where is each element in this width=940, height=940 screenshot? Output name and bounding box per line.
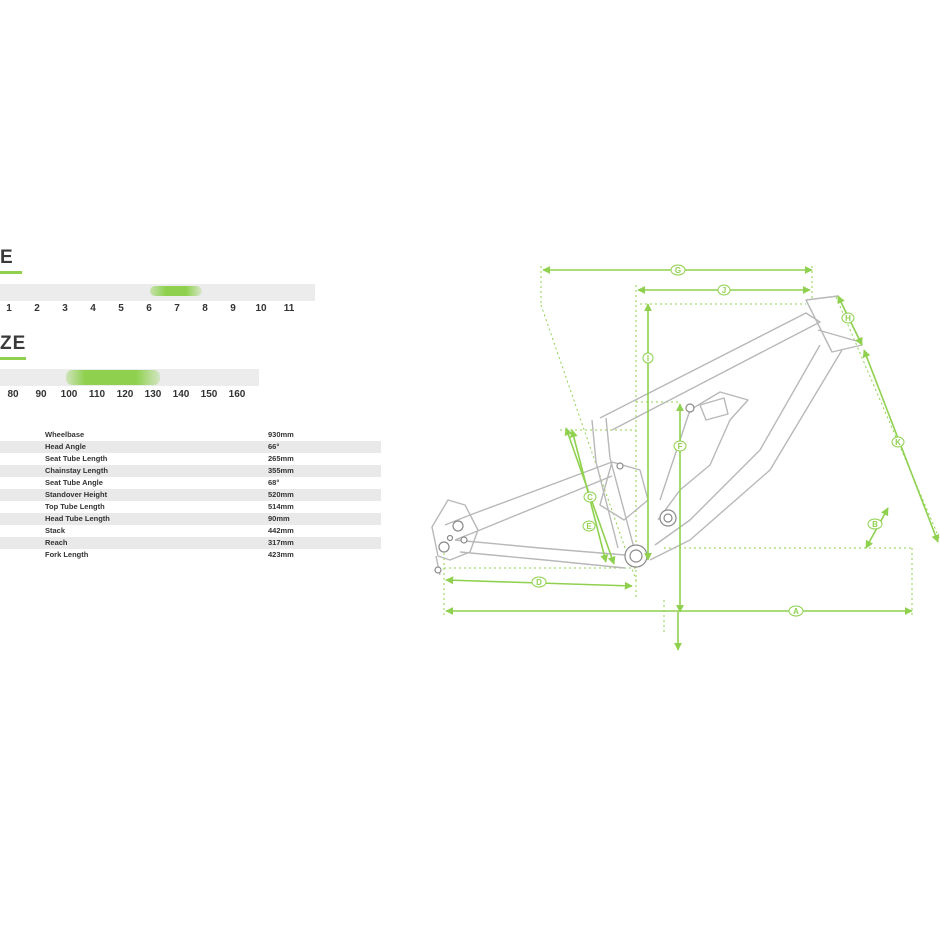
geometry-value: 423mm: [268, 550, 294, 559]
geometry-row: Reach 317mm: [0, 537, 381, 549]
age-scale-highlight: [150, 286, 202, 296]
age-tick-label: 11: [283, 303, 295, 314]
geometry-row: Chainstay Length 355mm: [0, 465, 381, 477]
age-tick-label: 10: [255, 303, 267, 314]
size-scale-ticks: 80 90 100 110 120 130 140 150 160: [0, 389, 260, 403]
size-scale-heading: ZE: [0, 333, 27, 354]
geometry-row: Wheelbase 930mm: [0, 429, 381, 441]
geometry-row: Seat Tube Length 265mm: [0, 453, 381, 465]
geometry-value: 930mm: [268, 430, 294, 439]
geometry-row: Seat Tube Angle 68°: [0, 477, 381, 489]
bike-frame: [431, 295, 863, 576]
age-tick-label: 3: [62, 303, 68, 314]
age-scale-underline: [0, 271, 22, 274]
size-tick-label: 100: [60, 389, 78, 400]
dimension-labels: A B C D E F G H I J K: [531, 264, 905, 617]
geometry-value: 68°: [268, 478, 280, 487]
dim-label-g: G: [675, 266, 681, 275]
geometry-label: Seat Tube Length: [45, 454, 108, 463]
age-tick-label: 5: [118, 303, 124, 314]
geometry-value: 265mm: [268, 454, 294, 463]
dashed-guides: [443, 266, 940, 635]
geometry-value: 514mm: [268, 502, 294, 511]
geometry-row: Top Tube Length 514mm: [0, 501, 381, 513]
geometry-label: Head Tube Length: [45, 514, 110, 523]
age-tick-label: 4: [90, 303, 96, 314]
age-tick-label: 6: [146, 303, 152, 314]
geometry-label: Reach: [45, 538, 68, 547]
dimension-lines: [445, 266, 940, 651]
size-scale-underline: [0, 357, 26, 360]
size-tick-label: 110: [88, 389, 106, 400]
size-scale-highlight: [66, 370, 160, 385]
geometry-value: 317mm: [268, 538, 294, 547]
dim-label-c: C: [587, 493, 593, 502]
geometry-value: 66°: [268, 442, 280, 451]
geometry-row: Standover Height 520mm: [0, 489, 381, 501]
geometry-row: Stack 442mm: [0, 525, 381, 537]
age-tick-label: 7: [174, 303, 180, 314]
geometry-label: Head Angle: [45, 442, 86, 451]
dim-label-d: D: [536, 578, 542, 587]
geometry-value: 442mm: [268, 526, 294, 535]
age-tick-label: 8: [202, 303, 208, 314]
geometry-value: 355mm: [268, 466, 294, 475]
size-tick-label: 130: [144, 389, 162, 400]
size-tick-label: 160: [228, 389, 246, 400]
geometry-label: Stack: [45, 526, 66, 535]
dim-label-j: J: [722, 286, 726, 295]
age-tick-label: 2: [34, 303, 40, 314]
dim-label-a: A: [793, 607, 799, 616]
geometry-label: Seat Tube Angle: [45, 478, 103, 487]
bike-frame-details: [434, 403, 695, 574]
age-scale-heading: E: [0, 247, 14, 268]
geometry-row: Fork Length 423mm: [0, 549, 381, 561]
dim-label-h: H: [845, 314, 851, 323]
geometry-value: 520mm: [268, 490, 294, 499]
dim-label-e: E: [586, 522, 592, 531]
size-tick-label: 140: [172, 389, 190, 400]
size-tick-label: 80: [7, 389, 19, 400]
geometry-label: Wheelbase: [45, 430, 85, 439]
dim-label-f: F: [678, 442, 683, 451]
age-scale-ticks: 1 2 3 4 5 6 7 8 9 10 11: [0, 303, 320, 317]
age-tick-label: 9: [230, 303, 236, 314]
dim-label-b: B: [872, 520, 878, 529]
size-tick-label: 120: [116, 389, 134, 400]
geometry-value: 90mm: [268, 514, 290, 523]
geometry-row: Head Angle 66°: [0, 441, 381, 453]
geometry-label: Fork Length: [45, 550, 89, 559]
size-tick-label: 90: [35, 389, 47, 400]
geometry-label: Chainstay Length: [45, 466, 108, 475]
age-tick-label: 1: [6, 303, 12, 314]
dim-label-i: I: [647, 354, 649, 363]
dim-label-k: K: [895, 438, 901, 447]
geometry-label: Standover Height: [45, 490, 108, 499]
size-tick-label: 150: [200, 389, 218, 400]
geometry-row: Head Tube Length 90mm: [0, 513, 381, 525]
geometry-label: Top Tube Length: [45, 502, 105, 511]
